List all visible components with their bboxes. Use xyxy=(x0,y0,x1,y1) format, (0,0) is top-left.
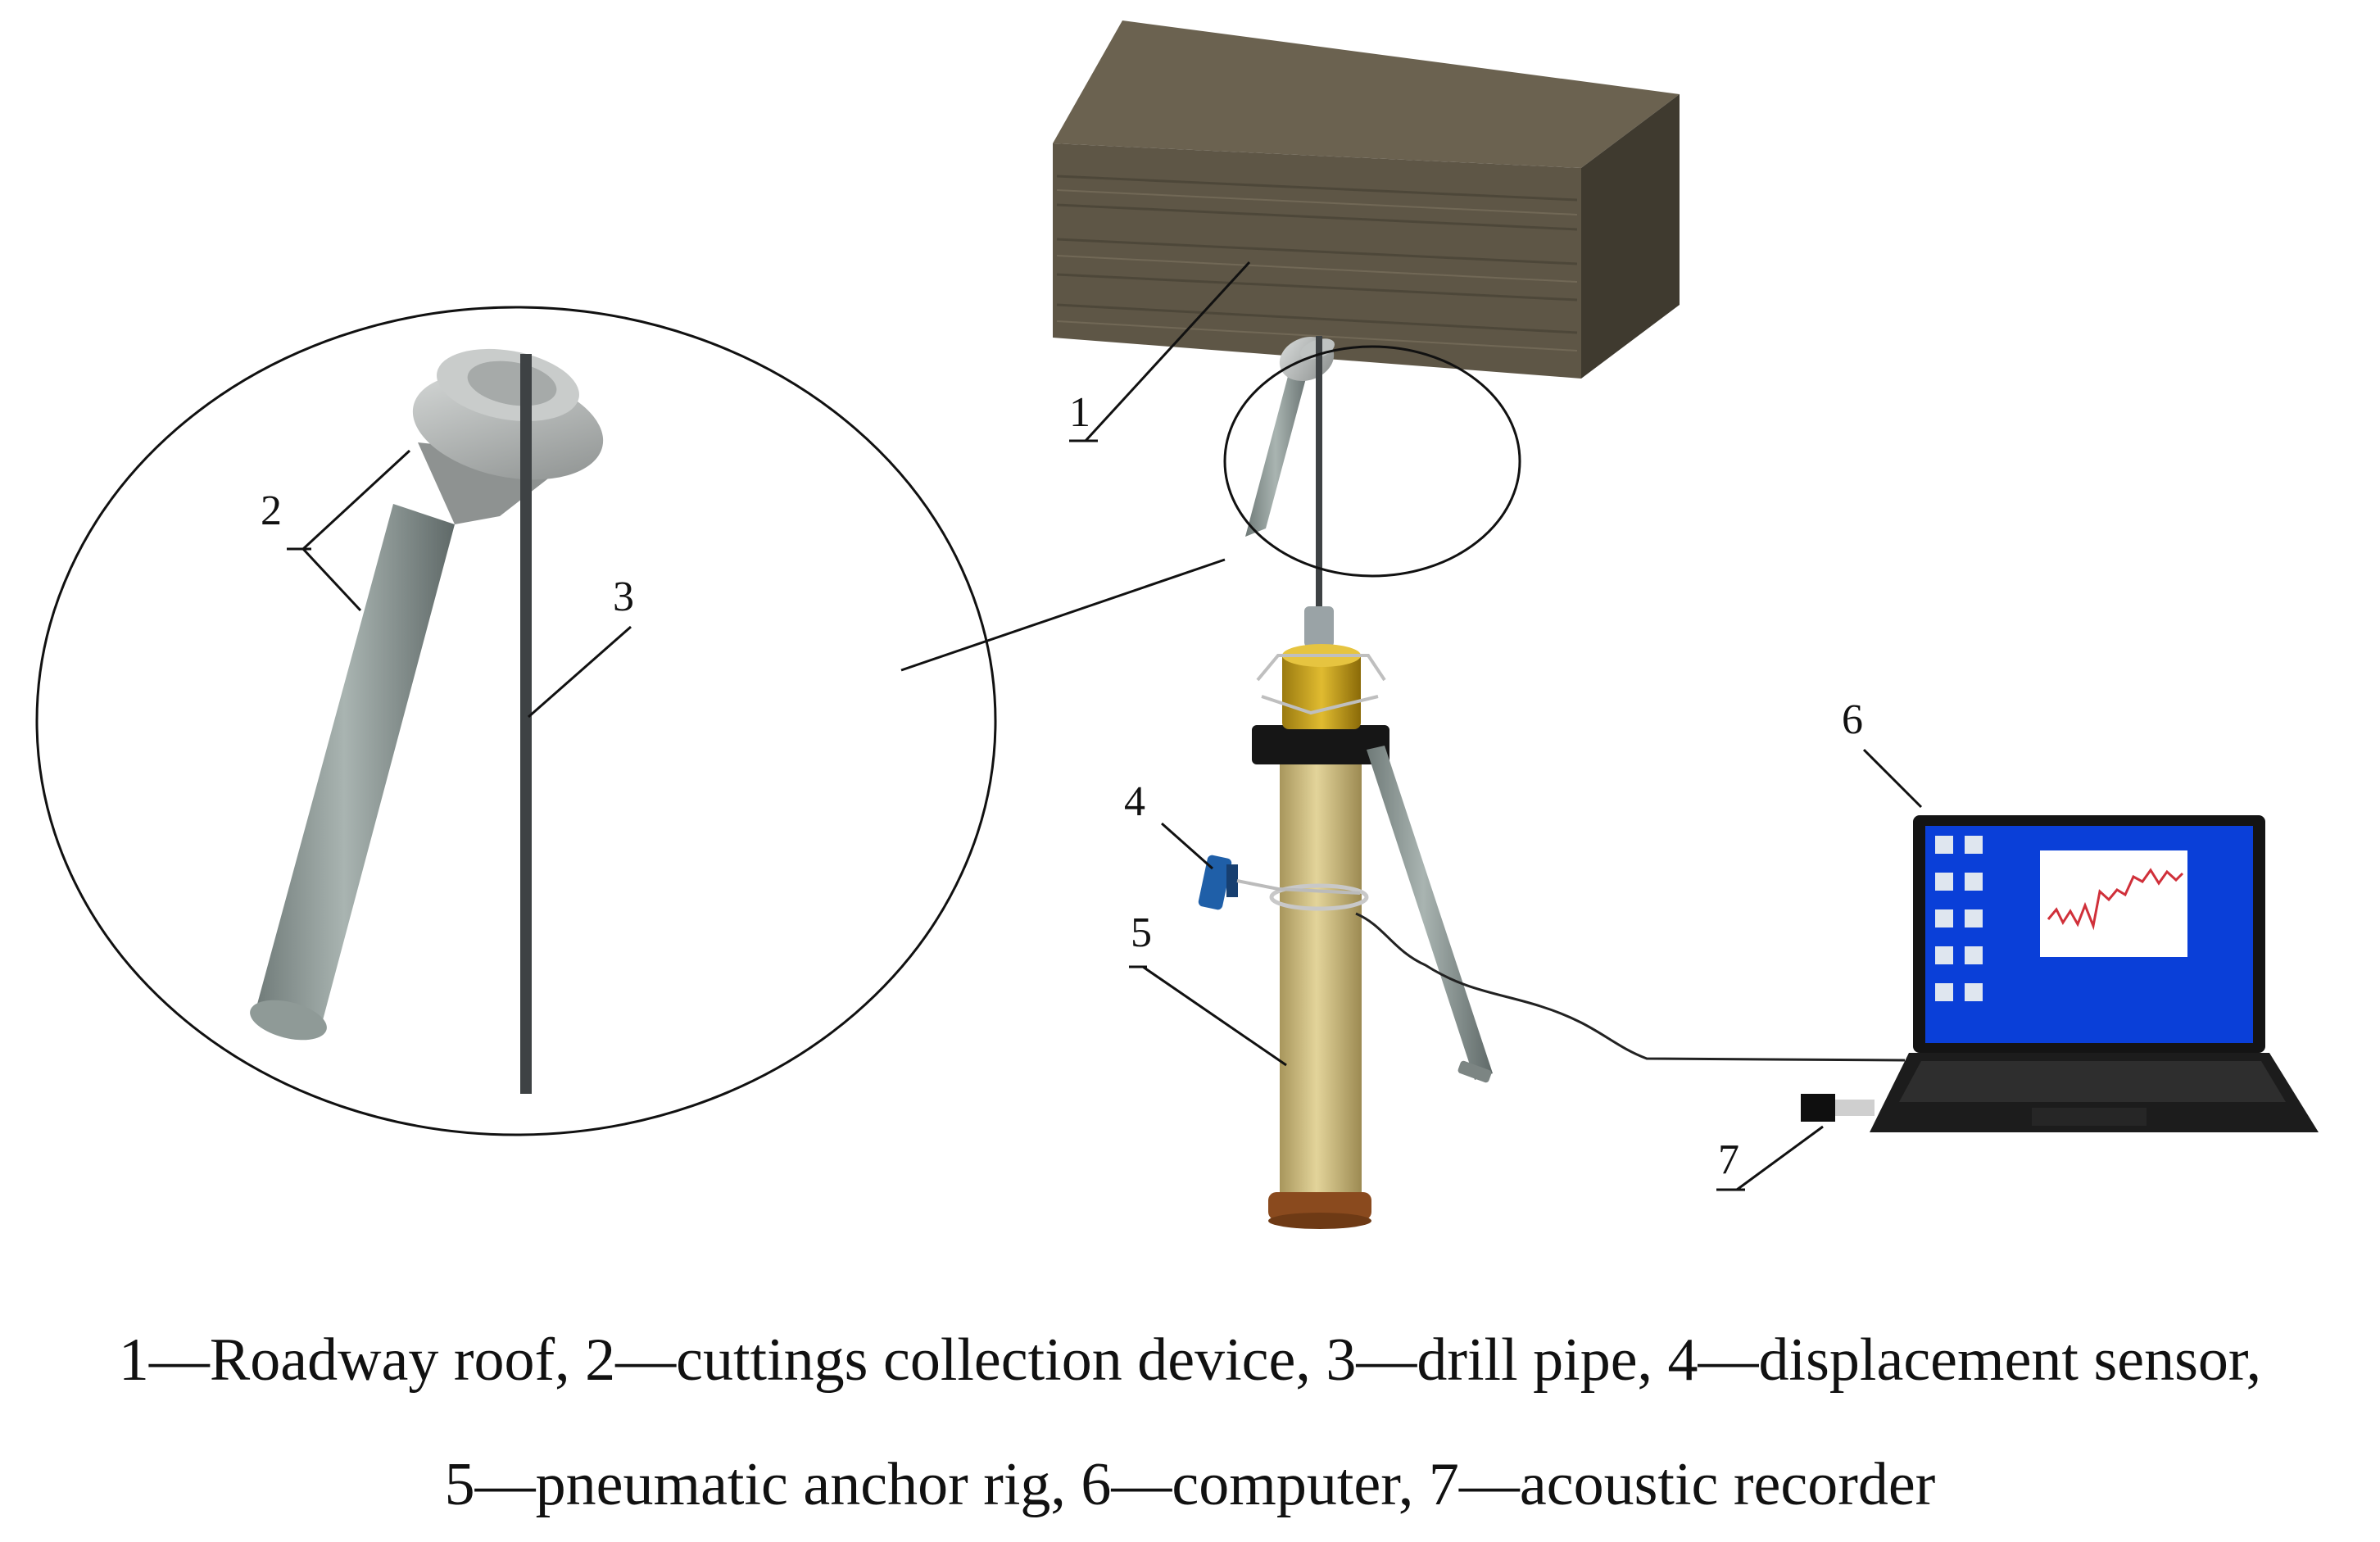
roadway-roof xyxy=(1053,20,1680,379)
leader-4 xyxy=(1161,822,1213,870)
callout-6: 6 xyxy=(1842,696,1863,743)
signal-window xyxy=(2040,850,2187,957)
leader-6 xyxy=(1862,748,1923,809)
rig-base xyxy=(1268,1192,1371,1220)
leader-lines xyxy=(287,261,1923,1191)
leader-2a xyxy=(301,449,411,551)
leader-1 xyxy=(1084,261,1251,442)
leader-3 xyxy=(528,625,632,719)
rig-clamp xyxy=(1252,725,1389,764)
roof-front-face xyxy=(1053,143,1581,379)
laptop-computer xyxy=(1870,815,2319,1132)
callout-2: 2 xyxy=(261,488,282,534)
leader-7 xyxy=(1736,1125,1824,1191)
figure-caption-line-1: 1—Roadway roof, 2—cuttings collection de… xyxy=(118,1327,2262,1394)
drill-chuck xyxy=(1304,606,1334,647)
roof-strata-lines xyxy=(1056,175,1578,334)
callout-1: 1 xyxy=(1069,389,1090,436)
pneumatic-anchor-rig xyxy=(1252,644,1389,1229)
desktop-icons xyxy=(1935,836,1983,1001)
roof-top-face xyxy=(1053,20,1680,168)
callout-4: 4 xyxy=(1124,778,1145,825)
leader-2b xyxy=(301,547,362,612)
cuttings-collection-device-small xyxy=(1245,336,1335,537)
callout-7: 7 xyxy=(1718,1136,1739,1183)
detail-circle-small xyxy=(1223,345,1521,578)
detail-circle-large xyxy=(35,306,997,1136)
support-leg xyxy=(1367,746,1493,1080)
acoustic-recorder xyxy=(1801,1094,1875,1122)
leader-5 xyxy=(1142,965,1287,1067)
displacement-sensor xyxy=(1198,855,1369,911)
cuttings-collection-device-magnified xyxy=(250,348,604,1041)
zoom-connector-line xyxy=(900,558,1226,672)
signal-waveform xyxy=(2047,868,2184,931)
rig-column xyxy=(1280,737,1362,1196)
callout-3: 3 xyxy=(613,574,634,620)
figure-caption-line-2: 5—pneumatic anchor rig, 6—computer, 7—ac… xyxy=(444,1451,1936,1518)
roof-side-face xyxy=(1581,94,1680,379)
signal-cable xyxy=(1355,912,1906,1062)
callout-5: 5 xyxy=(1131,909,1152,956)
